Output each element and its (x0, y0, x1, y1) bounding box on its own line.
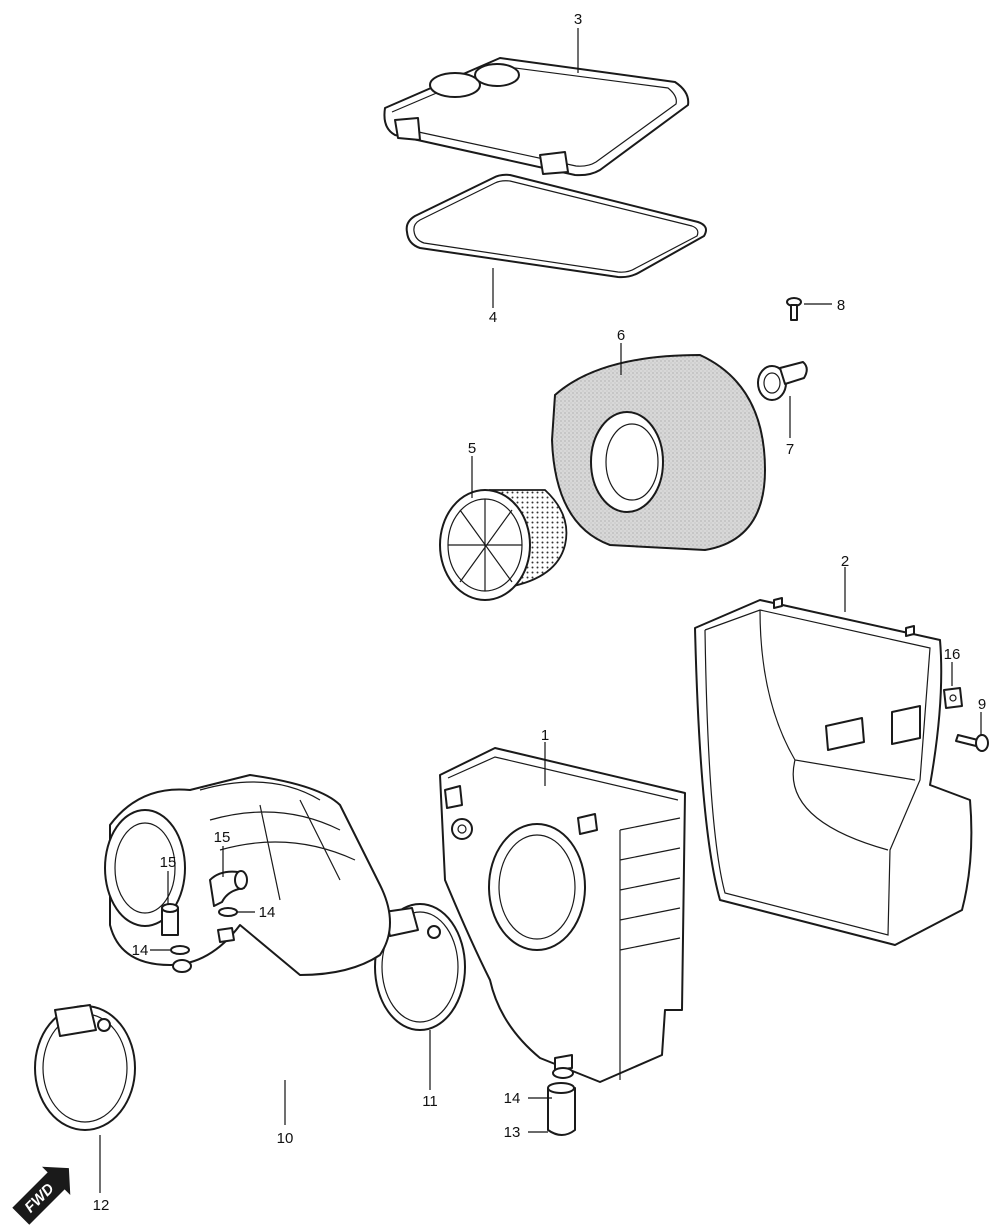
drain-plug (547, 1082, 576, 1136)
callout-16: 16 (944, 646, 961, 663)
cover-gasket (405, 173, 707, 279)
callout-1: 1 (541, 727, 549, 744)
air-cleaner-case-lower (439, 747, 686, 1083)
callout-9: 9 (978, 696, 986, 713)
intake-duct (104, 774, 391, 976)
callout-11: 11 (422, 1093, 438, 1110)
intake-clamp-case (374, 903, 466, 1031)
callout-7: 7 (786, 441, 794, 458)
air-cleaner-case (694, 597, 973, 946)
intake-clamp-duct (34, 1004, 136, 1131)
case-bolt (955, 734, 989, 752)
vent-fitting-left (161, 903, 179, 936)
callout-14-left: 14 (132, 942, 149, 959)
vent-fitting-right (209, 870, 248, 907)
callout-3: 3 (574, 11, 582, 28)
callout-14-drain: 14 (504, 1090, 521, 1107)
fitting-clip-right (218, 907, 238, 917)
callout-10: 10 (277, 1130, 294, 1147)
callout-labels: 1 2 3 4 5 6 7 8 9 10 11 12 13 14 14 14 1… (93, 11, 987, 1214)
callout-8: 8 (837, 297, 845, 314)
fitting-clip-left (170, 945, 190, 955)
callout-5: 5 (468, 440, 476, 457)
callout-4: 4 (489, 309, 497, 326)
fwd-direction-badge: FWD (12, 1166, 71, 1225)
callout-14-right: 14 (259, 904, 276, 921)
callout-12: 12 (93, 1197, 110, 1214)
callout-2: 2 (841, 553, 849, 570)
filter-mesh-cage (439, 489, 568, 601)
filter-element (550, 353, 767, 552)
leader-lines (99, 28, 982, 1193)
retainer-screw (786, 297, 802, 321)
fwd-arrow-icon (12, 1166, 71, 1225)
case-nut (943, 687, 963, 709)
callout-13: 13 (504, 1124, 521, 1141)
callout-15-left: 15 (160, 854, 177, 871)
filter-retainer (757, 361, 808, 401)
callout-6: 6 (617, 327, 625, 344)
drain-clip (552, 1067, 574, 1079)
callout-15-right: 15 (214, 829, 231, 846)
air-cleaner-cover (383, 57, 690, 177)
